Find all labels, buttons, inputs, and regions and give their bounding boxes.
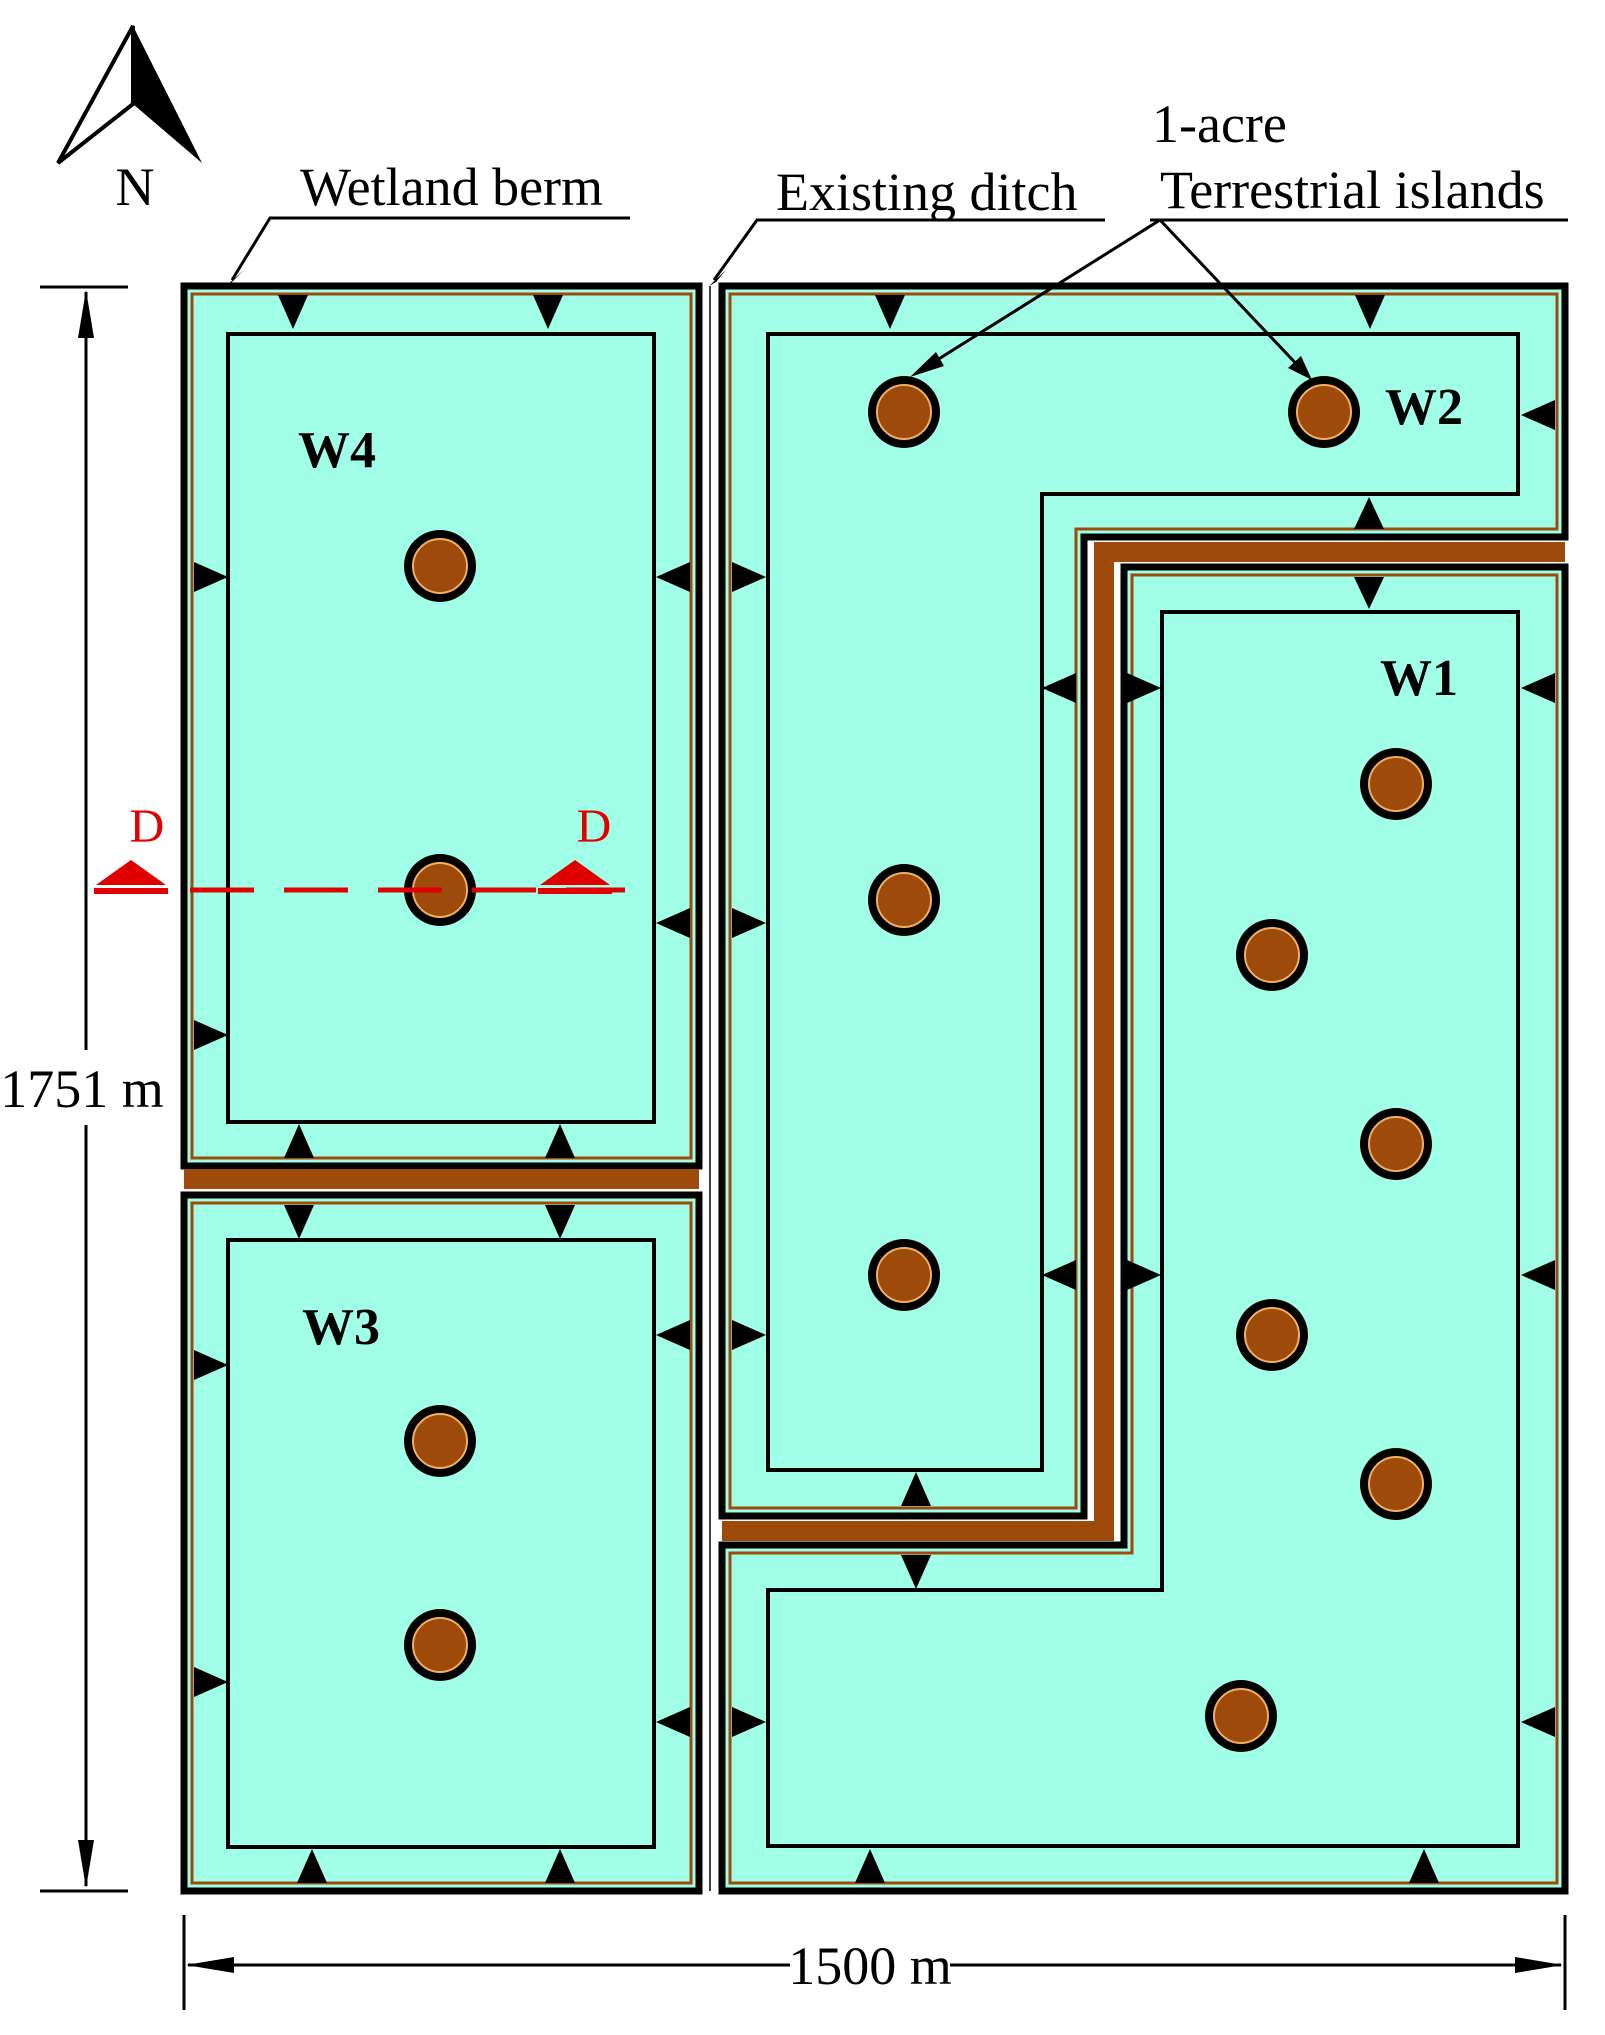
arrow-up-icon [297, 1849, 327, 1883]
label-existing-ditch: Existing ditch [776, 162, 1077, 222]
arrow-down-icon [875, 295, 905, 329]
berm-w4-w3 [184, 1169, 699, 1189]
arrow-right-icon [732, 908, 766, 938]
arrow-down-icon [1354, 577, 1384, 609]
section-line [94, 860, 625, 894]
arrow-left-icon [656, 908, 690, 938]
arrow-left-icon [1521, 400, 1555, 430]
arrow-up-icon [545, 1849, 575, 1883]
arrow-down-icon [284, 1205, 314, 1239]
arrow-right-icon [1127, 1260, 1161, 1290]
leader-arrowhead-icon [226, 270, 244, 286]
leader-arrowhead-icon [709, 270, 726, 286]
arrow-left-icon [1521, 1707, 1555, 1737]
arrow-left-icon [1521, 673, 1555, 703]
label-w2: W2 [1385, 379, 1463, 436]
island-icon [404, 530, 476, 602]
island-icon [1288, 376, 1360, 448]
arrow-right-icon [732, 562, 766, 592]
arrow-left-icon [1042, 1260, 1076, 1290]
arrow-up-icon [1354, 497, 1384, 529]
island-icon [1205, 1680, 1277, 1752]
arrow-down-icon [278, 295, 308, 329]
arrow-up-icon [855, 1849, 885, 1883]
section-marker-left-icon [94, 860, 168, 894]
dimension-arrow-up-icon [78, 290, 94, 338]
island-icon [1236, 1299, 1308, 1371]
section-label-left: D [130, 800, 165, 853]
label-w4: W4 [298, 422, 376, 479]
island-icon [404, 1405, 476, 1477]
island-icon [868, 864, 940, 936]
arrow-right-icon [732, 1320, 766, 1350]
north-arrow-icon [56, 25, 202, 165]
dimension-arrow-right-icon [1515, 1957, 1563, 1973]
north-label: N [116, 157, 155, 217]
berm-w2-w1 [722, 542, 1565, 1541]
cell-w3 [180, 1191, 703, 1895]
dimension-arrow-down-icon [78, 1840, 94, 1888]
cell-w1 [718, 563, 1569, 1895]
arrow-right-icon [732, 1707, 766, 1737]
island-icon [868, 1239, 940, 1311]
cell-w4 [180, 282, 703, 1170]
arrow-up-icon [545, 1124, 575, 1158]
arrow-down-icon [901, 1555, 931, 1589]
section-marker-right-icon [538, 860, 612, 894]
arrow-down-icon [533, 295, 563, 329]
arrow-left-icon [656, 1707, 690, 1737]
section-label-right: D [577, 800, 612, 853]
island-icon [1360, 1448, 1432, 1520]
cell-w2 [718, 282, 1569, 1520]
dimension-height [40, 285, 128, 1893]
dimension-width [182, 1915, 1567, 2010]
leader-arrowhead-icon [910, 352, 944, 377]
arrow-right-icon [194, 1020, 228, 1050]
label-w3: W3 [302, 1299, 380, 1356]
label-islands-line1: 1-acre [1152, 94, 1287, 154]
dimension-width-label: 1500 m [788, 1936, 952, 1996]
arrow-down-icon [545, 1205, 575, 1239]
arrow-left-icon [1521, 1260, 1555, 1290]
arrow-up-icon [284, 1124, 314, 1158]
arrow-left-icon [1042, 673, 1076, 703]
label-islands-line2: Terrestrial islands [1160, 160, 1545, 220]
label-w1: W1 [1380, 650, 1458, 707]
arrow-up-icon [901, 1472, 931, 1506]
dimension-height-label: 1751 m [0, 1059, 164, 1119]
arrow-left-icon [656, 562, 690, 592]
arrow-right-icon [1127, 673, 1161, 703]
island-icon [868, 376, 940, 448]
leader-arrowhead-icon [1288, 356, 1312, 380]
arrow-up-icon [1409, 1849, 1439, 1883]
dimension-arrow-left-icon [186, 1957, 234, 1973]
arrow-left-icon [656, 1320, 690, 1350]
arrow-right-icon [194, 562, 228, 592]
flow-arrows [194, 295, 1555, 1883]
island-icon [1360, 1108, 1432, 1180]
terrestrial-islands [404, 376, 1432, 1752]
label-wetland-berm: Wetland berm [300, 157, 603, 217]
island-icon [404, 1609, 476, 1681]
arrow-right-icon [194, 1667, 228, 1697]
island-icon [1360, 748, 1432, 820]
arrow-right-icon [194, 1350, 228, 1380]
arrow-down-icon [1355, 295, 1385, 329]
island-icon [1236, 919, 1308, 991]
